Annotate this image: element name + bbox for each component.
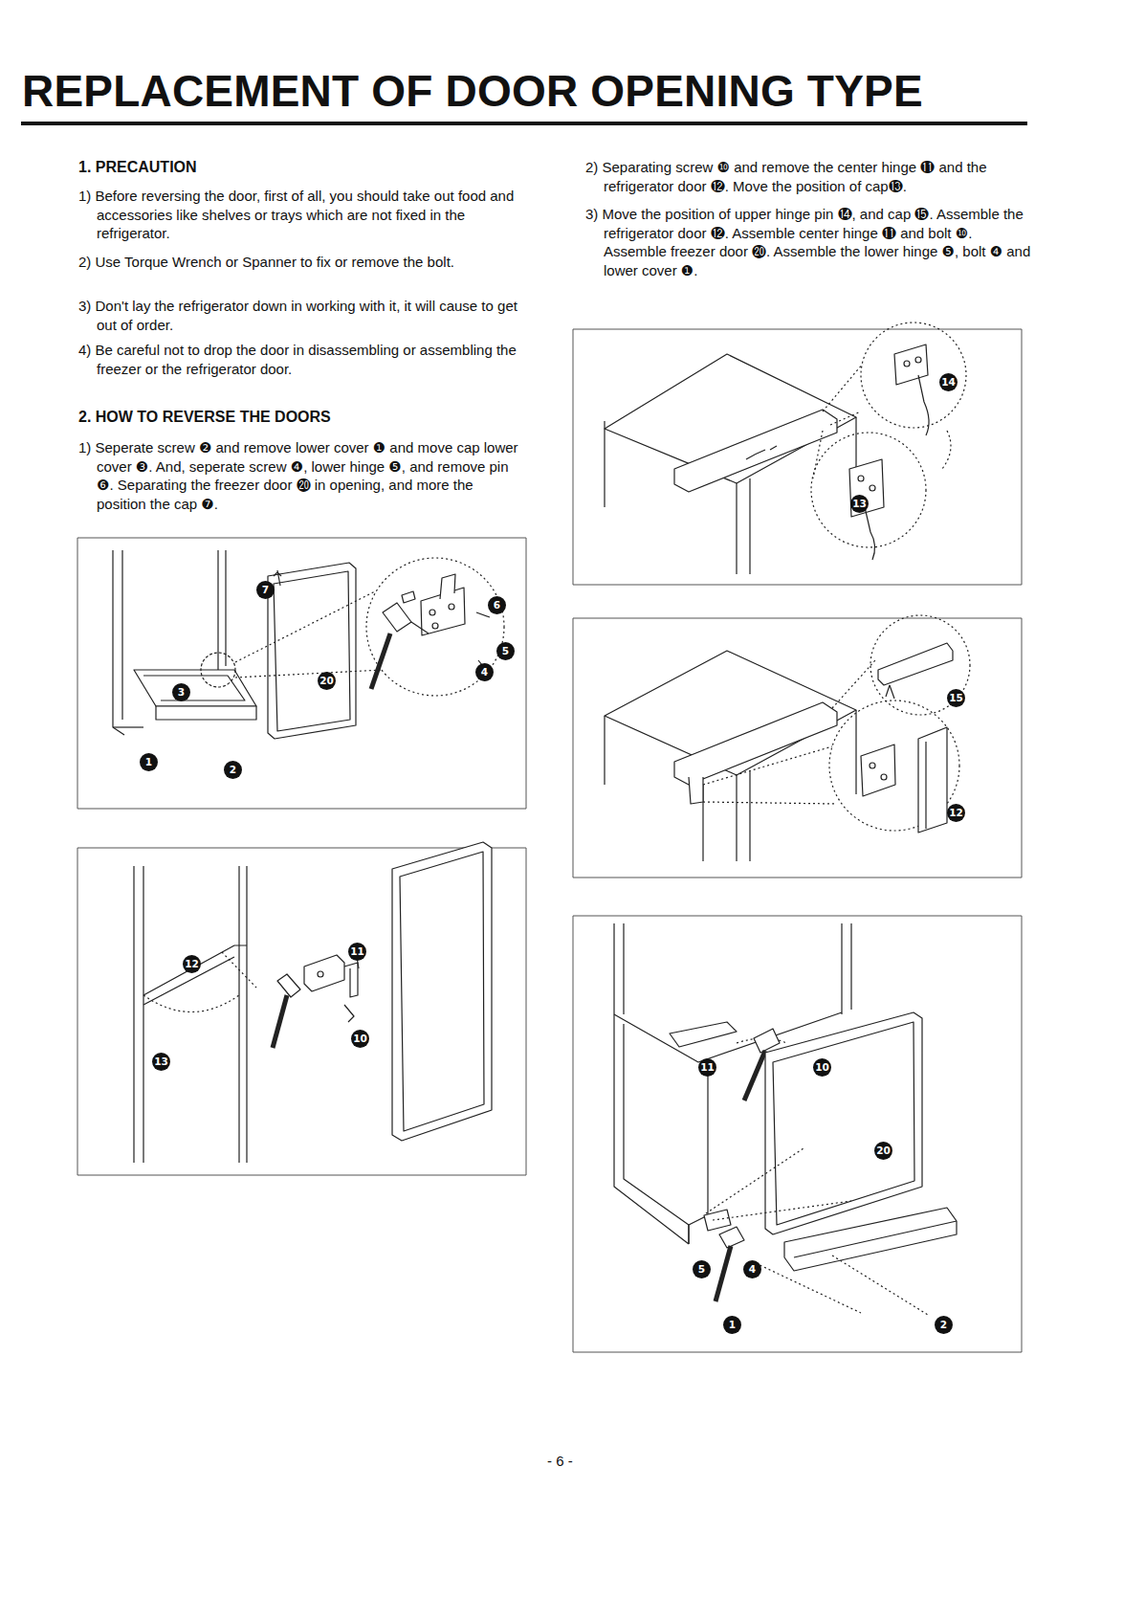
page-number: - 6 - (547, 1451, 573, 1471)
figure-reassembly (614, 923, 957, 1315)
callout-number: 3 (172, 682, 191, 702)
callout-number: 2 (934, 1315, 953, 1334)
instruction-text: 1) Seperate screw ❷ and remove lower cov… (78, 438, 521, 514)
callout-number: 14 (939, 373, 958, 392)
callout-number: 15 (946, 688, 966, 707)
callout-number: 12 (946, 803, 966, 822)
callout-number: 20 (874, 1141, 893, 1160)
callout-number: 7 (256, 580, 275, 599)
callout-number: 11 (698, 1057, 717, 1077)
heading-rule (21, 121, 1028, 126)
callout-number: 5 (692, 1259, 711, 1278)
callout-number: 4 (743, 1259, 762, 1278)
callout-number: 20 (317, 671, 336, 690)
section-heading: 1. PRECAUTION (78, 157, 198, 177)
callout-number: 2 (223, 760, 243, 779)
instruction-text: 1) Before reversing the door, first of a… (78, 186, 521, 243)
instruction-text: 2) Separating screw ❿ and remove the cen… (585, 157, 1032, 196)
callout-number: 5 (496, 641, 515, 661)
figure-lower-hinge (112, 550, 505, 739)
callout-number: 4 (475, 662, 494, 682)
callout-number: 12 (182, 954, 201, 973)
section-heading: 2. HOW TO REVERSE THE DOORS (78, 407, 331, 427)
figure-top-cap (604, 615, 970, 861)
callout-number: 13 (152, 1052, 171, 1071)
figure-top-hinge (604, 322, 967, 574)
callout-number: 10 (351, 1029, 370, 1048)
figure-center-hinge (133, 841, 492, 1163)
instruction-text: 4) Be careful not to drop the door in di… (78, 340, 521, 378)
figure-frames (77, 329, 1022, 1352)
callout-number: 1 (139, 752, 158, 771)
callout-number: 6 (487, 595, 507, 615)
callout-number: 10 (813, 1057, 832, 1077)
instruction-text: 2) Use Torque Wrench or Spanner to fix o… (78, 252, 521, 272)
callout-number: 1 (723, 1315, 742, 1334)
page-title: REPLACEMENT OF DOOR OPENING TYPE (22, 66, 924, 115)
instruction-text: 3) Move the position of upper hinge pin … (585, 204, 1032, 281)
instruction-text: 3) Don't lay the refrigerator down in wo… (78, 296, 521, 334)
callout-number: 11 (348, 942, 367, 961)
callout-number: 13 (850, 494, 869, 513)
